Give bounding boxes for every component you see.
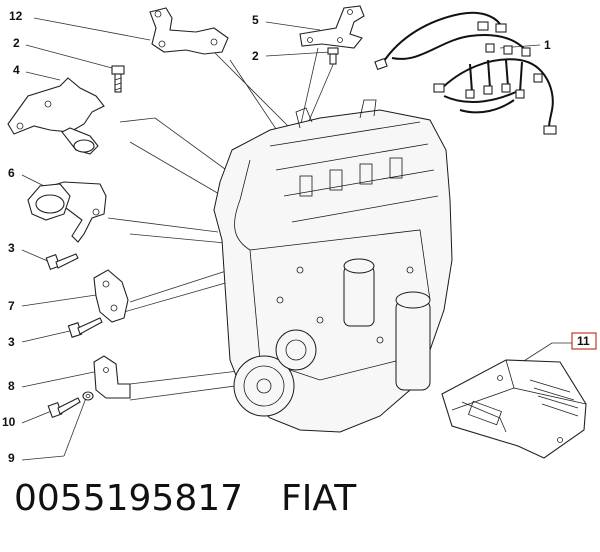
- callout-3-lower: 3: [8, 335, 15, 349]
- part-4-support-bracket: [7, 77, 105, 155]
- callout-12: 12: [9, 9, 23, 23]
- callout-4: 4: [13, 63, 20, 77]
- engine-assembly: [213, 99, 453, 433]
- part-2-bolt-top-mid: [327, 47, 339, 65]
- part-1-wiring-harness: [374, 11, 557, 135]
- callout-labels: 12 2 4 5 2 1 6 3 7 3 8 10 9 11: [2, 9, 597, 465]
- callout-11-highlight-box: [571, 332, 597, 350]
- callout-2-top-mid: 2: [252, 49, 259, 63]
- part-3-bolt-upper: [45, 253, 79, 271]
- part-number: 0055195817: [14, 478, 244, 519]
- part-12-bracket: [149, 7, 229, 55]
- part-7-bracket-plate: [93, 269, 129, 323]
- part-8-angle-bracket: [93, 355, 131, 399]
- exploded-parts-diagram: 12 2 4 5 2 1 6 3 7 3 8 10 9 11: [2, 5, 597, 465]
- callout-8: 8: [8, 379, 15, 393]
- part-5-bracket: [299, 5, 365, 49]
- brand-name: FIAT: [281, 478, 357, 519]
- callout-11: 11: [577, 334, 590, 348]
- part-6-sensor-bracket: [27, 181, 107, 243]
- callout-2-top-left: 2: [13, 36, 20, 50]
- part-9-washer: [82, 391, 94, 401]
- callout-7: 7: [8, 299, 15, 313]
- callout-1: 1: [544, 38, 551, 52]
- callout-10: 10: [2, 415, 16, 429]
- callout-5: 5: [252, 13, 259, 27]
- callout-9: 9: [8, 451, 15, 465]
- part-2-bolt-top-left: [111, 65, 125, 93]
- part-number-caption: 0055195817 FIAT: [14, 478, 356, 519]
- part-11-ecu: [441, 359, 587, 459]
- part-3-bolt-lower: [67, 317, 103, 338]
- callout-3-upper: 3: [8, 241, 15, 255]
- part-10-bolt: [47, 397, 81, 419]
- callout-6: 6: [8, 166, 15, 180]
